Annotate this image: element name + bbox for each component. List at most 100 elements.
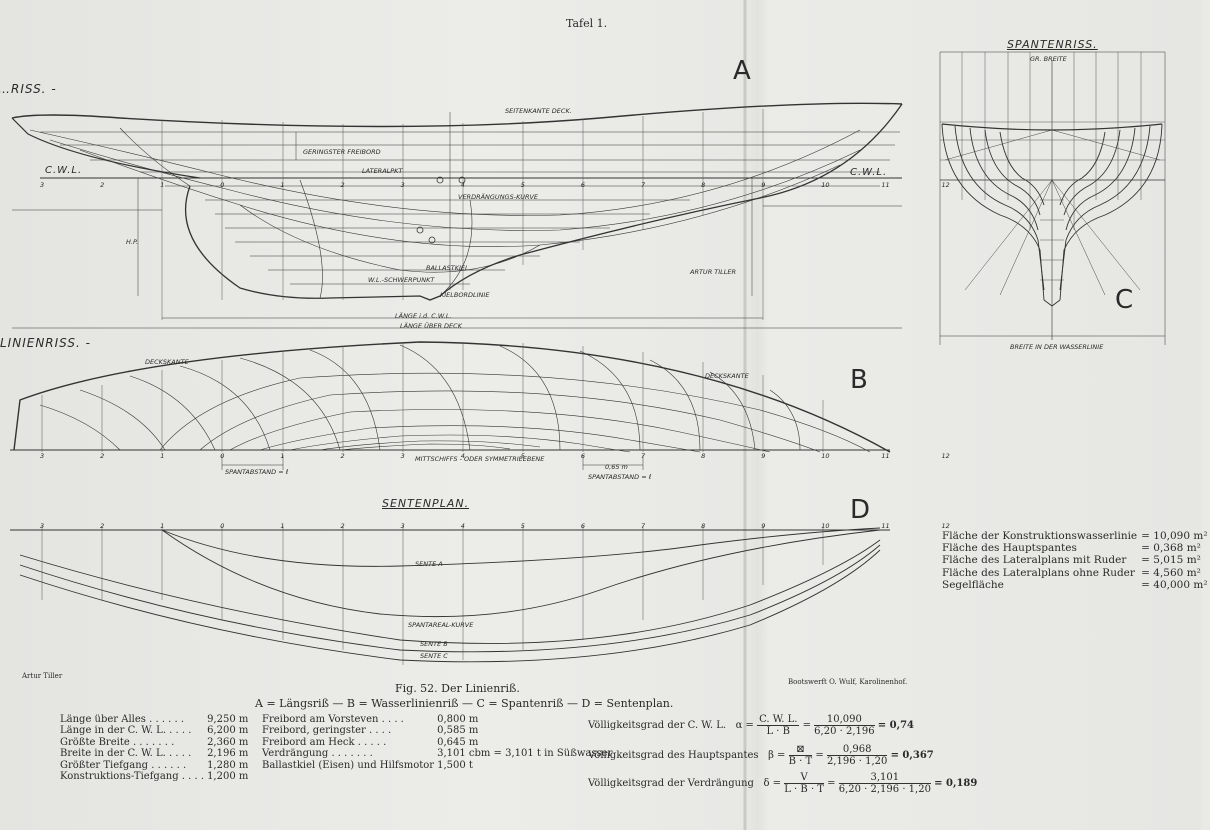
spec-value: 3,101 cbm = 3,101 t in Süßwasser (437, 748, 613, 760)
station-number: 0 (220, 522, 225, 530)
station-number: 0 (220, 181, 225, 189)
label-sente-c: SENTE C (420, 652, 448, 660)
area-row: Fläche des Lateralplans mit Ruder= 5,015… (940, 554, 1210, 566)
spec-label: Freibord, geringster . . . . (262, 725, 392, 737)
plan-stations (41, 342, 824, 452)
coefficient-cwl: Völligkeitsgrad der C. W. L. α = C. W. L… (588, 714, 915, 737)
station-number: 7 (641, 452, 646, 460)
area-value: = 4,560 m² (1141, 566, 1201, 579)
area-value: = 10,090 m² (1141, 530, 1208, 542)
station-number: 2 (100, 181, 105, 189)
station-number: 1 (160, 522, 165, 530)
spec-label: Freibord am Vorsteven . . . . (262, 714, 404, 725)
station-number: 3 (400, 522, 405, 530)
label-deck: SEITENKANTE DECK. (505, 107, 572, 115)
area-label: Segelfläche (942, 578, 1004, 591)
area-value: = 40,000 m² (1141, 578, 1208, 591)
area-label: Fläche der Konstruktionswasserlinie (942, 530, 1138, 542)
area-row: Fläche der Konstruktionswasserlinie= 10,… (940, 530, 1210, 542)
view-letter-d: D (850, 495, 871, 525)
station-number: 7 (641, 181, 646, 189)
view-title-d: SENTENPLAN. (382, 497, 470, 510)
coef-label: Völligkeitsgrad des Hauptspantes (588, 750, 759, 761)
label-breite-top: GR. BREITE (1030, 55, 1067, 63)
plan-waterlines (159, 372, 871, 453)
label-author-stamp: ARTUR TILLER (690, 268, 737, 276)
sheer-stations (161, 109, 764, 320)
specs-freeboard: Freibord am Vorsteven . . . . 0,800 m Fre… (262, 714, 615, 771)
coef-label: Völligkeitsgrad der Verdrängung (588, 778, 754, 789)
station-number: 8 (701, 452, 706, 460)
station-number: 3 (400, 181, 405, 189)
coef-symbol: β = (768, 750, 786, 761)
label-sente-b: SENTE B (420, 640, 448, 648)
station-number: 1 (280, 522, 285, 530)
station-number: 11 (881, 181, 890, 189)
senten-plan (10, 526, 890, 665)
view-title-b: LINIENRISS. - (0, 336, 91, 350)
area-row: Segelfläche = 40,000 m² (940, 579, 1210, 591)
body-grid (940, 52, 1165, 281)
view-letter-c: C (1115, 285, 1134, 315)
station-number: 4 (460, 452, 465, 460)
label-hp: H.P. (126, 238, 139, 246)
coef-f1-num: ⊠ (788, 744, 813, 756)
keel-profile (184, 103, 903, 301)
label-cwl-left: C.W.L. (45, 165, 83, 176)
author-credit: Artur Tiller (22, 672, 63, 680)
label-sente-a: SENTE A (415, 560, 443, 568)
station-number: 3 (400, 452, 405, 460)
area-value: = 0,368 m² (1141, 542, 1201, 555)
label-deckskante-right: DECKSKANTE (705, 372, 749, 380)
coef-f1-den: B · T (788, 756, 813, 767)
spec-value: 1,500 t (437, 759, 473, 771)
station-number: 0 (220, 452, 225, 460)
bow-profile (11, 117, 201, 179)
spec-value: 2,360 m (207, 736, 249, 748)
half-breadth-plan (10, 341, 891, 470)
spec-label: Größte Breite . . . . . . . (60, 736, 175, 748)
station-number: 10 (821, 181, 830, 189)
coef-f2-den: 6,20 · 2,196 · 1,20 (838, 784, 931, 795)
station-number: 9 (761, 522, 766, 530)
spec-value: 1,280 m (207, 759, 249, 771)
station-number: 5 (520, 522, 525, 530)
station-number: 11 (881, 452, 890, 460)
spec-label: Freibord am Heck . . . . . (262, 736, 387, 748)
station-number: 2 (340, 522, 345, 530)
label-spacing: 0,65 m (605, 463, 628, 471)
coef-f2-num: 10,090 (814, 714, 875, 726)
station-number: 2 (100, 522, 105, 530)
station-number: 10 (821, 522, 830, 530)
station-number: 1 (160, 181, 165, 189)
sheer-markers (416, 176, 466, 244)
coef-symbol: α = (735, 720, 754, 731)
station-number: 10 (821, 452, 830, 460)
label-wl-schwerpunkt: W.L.-SCHWERPUNKT (368, 276, 435, 284)
station-number: 11 (881, 522, 890, 530)
label-laenge-deck: LÄNGE ÜBER DECK (400, 322, 462, 330)
coef-symbol: δ = (763, 778, 782, 789)
view-title-c: SPANTENRISS. (1007, 38, 1098, 51)
station-number: 5 (520, 452, 525, 460)
view-letter-a: A (733, 56, 751, 86)
coef-result: = 0,367 (890, 750, 934, 761)
coef-f1-num: C. W. L. (757, 714, 800, 726)
spec-value: 0,800 m (437, 714, 479, 725)
area-value: = 5,015 m² (1141, 554, 1201, 567)
sheer-deck-line (11, 102, 903, 128)
label-breite-bottom: BREITE IN DER WASSERLINIE (1010, 343, 1104, 351)
coef-label: Völligkeitsgrad der C. W. L. (588, 720, 727, 731)
coef-result: = 0,189 (934, 778, 978, 789)
label-verdraengung: VERDRÄNGUNGS-KURVE (458, 193, 539, 201)
coefficient-main-frame: Völligkeitsgrad des Hauptspantes β = ⊠B … (588, 744, 934, 767)
figure-legend: A = Längsriß — B = Wasserlinienriß — C =… (255, 697, 674, 710)
label-ballast: BALLASTKIEL (426, 264, 469, 272)
station-number: 6 (580, 522, 586, 530)
label-laenge-cwl: LÄNGE i.d. C.W.L. (395, 312, 452, 320)
station-number: 5 (520, 181, 525, 189)
station-number: 3 (40, 181, 45, 189)
spec-value: 2,196 m (207, 748, 249, 760)
